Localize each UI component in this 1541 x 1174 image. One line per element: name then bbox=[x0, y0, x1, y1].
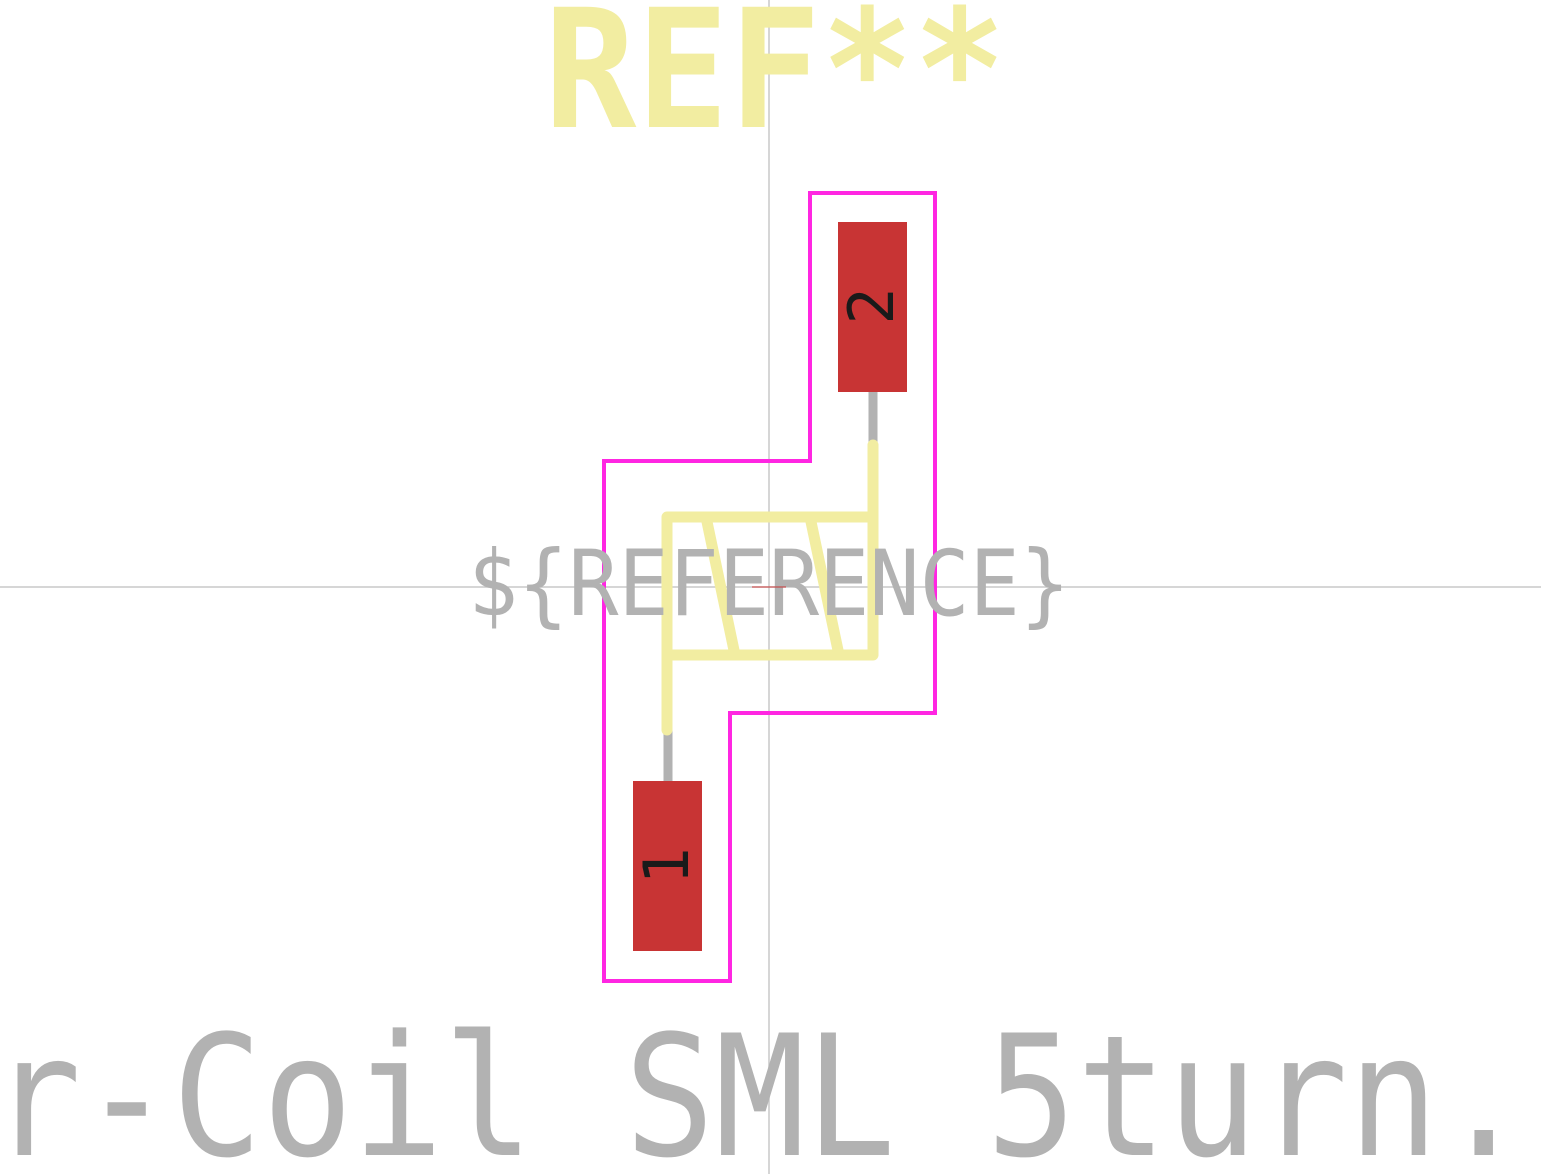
courtyard-outline bbox=[602, 191, 937, 983]
silk-winding-2 bbox=[804, 511, 845, 661]
fab-reference-label: ${REFERENCE} bbox=[468, 532, 1070, 637]
value-label: Air-Coil_SML_5turn... bbox=[0, 999, 1541, 1174]
silk-body bbox=[661, 511, 879, 661]
pad-1-number: 1 bbox=[630, 847, 703, 884]
pad-2-copper[interactable] bbox=[838, 222, 907, 392]
pad-2-number: 2 bbox=[835, 287, 908, 324]
pad-1-copper[interactable] bbox=[633, 781, 702, 951]
silk-winding-1 bbox=[700, 511, 741, 661]
pad-1[interactable]: 1 bbox=[630, 781, 703, 951]
silkscreen-outline bbox=[661, 439, 879, 736]
reference-label: REF** bbox=[544, 0, 1006, 166]
pad-2[interactable]: 2 bbox=[835, 222, 908, 392]
